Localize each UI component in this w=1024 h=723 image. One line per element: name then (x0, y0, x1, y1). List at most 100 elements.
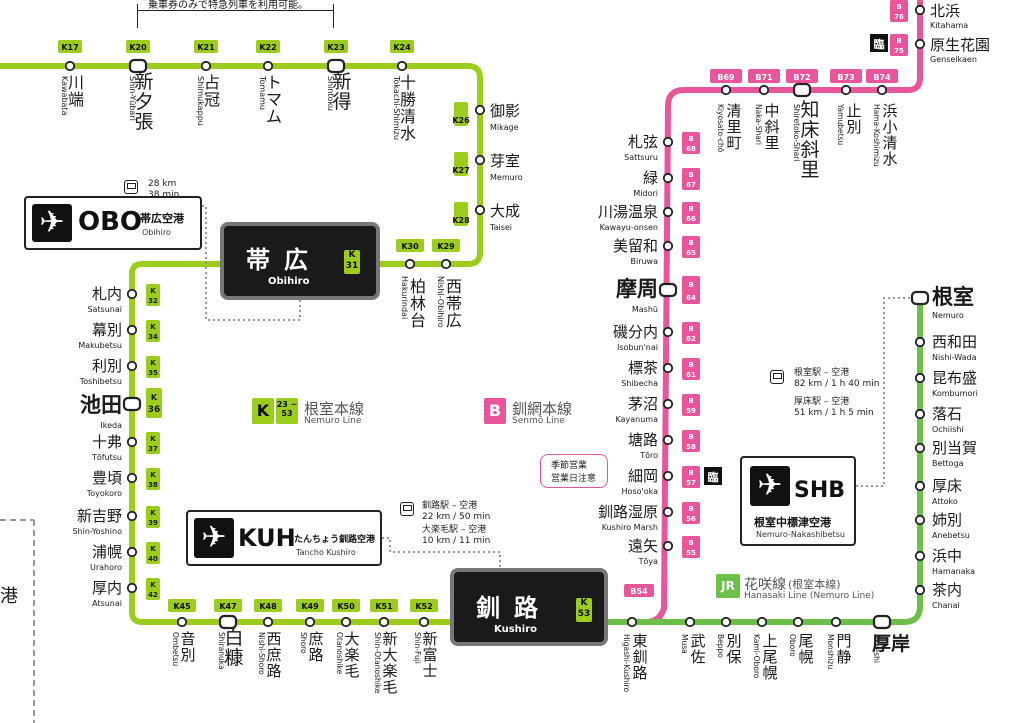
airport-kushiro[interactable]: ✈ KUH たんちょう釧路空港 Tancho Kushiro (186, 510, 382, 566)
station-code-b: B (896, 3, 901, 11)
station-en-Kombumori: Kombumori (932, 389, 978, 398)
kushiro-station-box[interactable]: 釧路 Kushiro K 53 (450, 568, 608, 646)
obihiro-station-en: Obihiro (268, 276, 310, 287)
kushiro-station-code: K 53 (576, 598, 592, 622)
station-code-K47 (214, 599, 242, 612)
station-name-char: 柏 (410, 277, 426, 296)
station-en-Shiretoko-Shari: Shiretoko-Shari (792, 104, 801, 161)
station-marker (662, 240, 674, 252)
station-Anebetsu: 姉別 (932, 511, 962, 529)
station-code-K23 (324, 40, 348, 53)
station-marker (914, 584, 926, 596)
station-name-char: 浜 (882, 102, 897, 120)
kuh-connector (382, 537, 501, 568)
obihiro-station-box[interactable]: 帯広 Obihiro K 31 (220, 222, 380, 300)
station-name-char: 士 (422, 662, 437, 680)
station-Chanai: 茶内 (932, 581, 962, 599)
station-marker (626, 616, 638, 628)
station-code-num: 75 (894, 47, 904, 55)
station-marker (200, 60, 212, 72)
station-marker (126, 360, 138, 372)
station-name-char: 斜 (800, 139, 819, 161)
station-marker (914, 372, 926, 384)
station-marker (662, 172, 674, 184)
station-code-num: 36 (148, 405, 161, 415)
shb-connector (856, 297, 912, 487)
station-code-K24-text: K24 (393, 43, 411, 52)
station-code-b: B (688, 239, 693, 247)
obihiro-station-code: K 31 (344, 250, 360, 274)
station-code-num: 40 (148, 555, 158, 563)
airport-nakashibetsu[interactable]: ✈ SHB 根室中標津空港 Nemuro-Nakashibetsu (740, 456, 856, 546)
legend-hanasaki-jp: 花咲線 (744, 577, 786, 593)
station-name-char: マ (266, 90, 282, 109)
station-Naka-Shari: 中斜里 (764, 102, 779, 152)
station-en-Shimukappu: Shimukappu (196, 76, 205, 126)
station-Shimukappu: 占冠 (204, 73, 220, 109)
bus-info-nemuro-4: 51 km / 1 h 5 min (794, 408, 874, 418)
station-name-char: 大 (382, 646, 397, 664)
station-code-num: 57 (686, 479, 696, 487)
station-code-num: 68 (686, 145, 696, 153)
station-marker (404, 258, 416, 270)
station-name-char: 白 (224, 627, 243, 649)
left-edge-char: 港 (0, 586, 18, 607)
station-code-K17 (58, 40, 82, 53)
station-Biruwa: 美留和 (613, 237, 658, 255)
station-name-char: 門 (836, 632, 851, 650)
station-en-Kami-Oboro: Kami-Oboro (752, 634, 761, 679)
station-marker (340, 616, 352, 628)
station-name-char: 占 (204, 73, 220, 92)
station-Mikage: 御影 (490, 102, 520, 120)
station-code-K51 (370, 599, 398, 612)
station-Kawayu-onsen: 川湯温泉 (598, 203, 658, 221)
station-en-Ochiishi: Ochiishi (932, 425, 964, 434)
station-Kiyosato-chō: 清里町 (726, 102, 741, 152)
station-name-char: 小 (882, 118, 897, 136)
station-en-Sattsuru: Sattsuru (624, 153, 658, 162)
station-code-K27-text: K27 (452, 166, 469, 175)
station-en-Anebetsu: Anebetsu (932, 531, 970, 540)
station-Shin-Fuji: 新富士 (422, 630, 437, 680)
station-name-char: 中 (764, 102, 779, 120)
station-code-B71-text: B71 (755, 73, 773, 82)
station-code-B72-text: B72 (793, 73, 810, 82)
station-name-char: 里 (764, 134, 779, 152)
airport-obihiro[interactable]: ✈ OBO 帯広空港 Obihiro (24, 196, 202, 250)
airport-en-shb: Nemuro-Nakashibetsu (756, 530, 845, 539)
station-name-char: 毛 (344, 662, 359, 680)
station-name-char: 路 (266, 662, 281, 680)
station-code-K36 (146, 388, 162, 418)
station-Ombetsu: 音別 (180, 630, 195, 664)
station-en-Tōro: Tōro (639, 451, 658, 460)
station-en-Mikage: Mikage (490, 123, 519, 132)
station-marker-major (326, 58, 346, 74)
station-code-b: B (688, 539, 693, 547)
station-marker (756, 616, 768, 628)
station-code-num: 62 (686, 335, 696, 343)
station-name-char: 里 (726, 118, 741, 136)
station-code-num: 55 (686, 549, 696, 557)
station-marker (662, 206, 674, 218)
station-name-char: 別 (846, 118, 861, 136)
station-name-char: 得 (332, 91, 351, 113)
station-en-Akkeshi: Akkeshi (872, 634, 881, 663)
station-en-Shibecha: Shibecha (621, 379, 658, 388)
station-code-b: B (688, 135, 693, 143)
legend-nemuro-en: Nemuro Line (304, 416, 362, 426)
station-Tōfutsu: 十弗 (92, 433, 122, 451)
express-notice: 乗車券のみで特急列車を利用可能。 (148, 0, 308, 11)
bus-info-nemuro-1: 根室駅 – 空港 (794, 368, 850, 378)
station-Nishi-Obihiro: 西帯広 (446, 277, 462, 330)
station-Nemuro: 根室 (932, 285, 974, 309)
station-code-K49 (296, 599, 324, 612)
station-marker (914, 4, 926, 16)
station-code-K29 (432, 239, 460, 252)
station-code-num: 64 (686, 294, 696, 302)
station-code-B 68 (682, 132, 700, 154)
station-en-Taisei: Taisei (489, 223, 512, 232)
station-code-K17-text: K17 (61, 43, 78, 52)
station-code-K27 (454, 152, 468, 176)
station-en-Isobun'nai: Isobun'nai (617, 343, 658, 352)
